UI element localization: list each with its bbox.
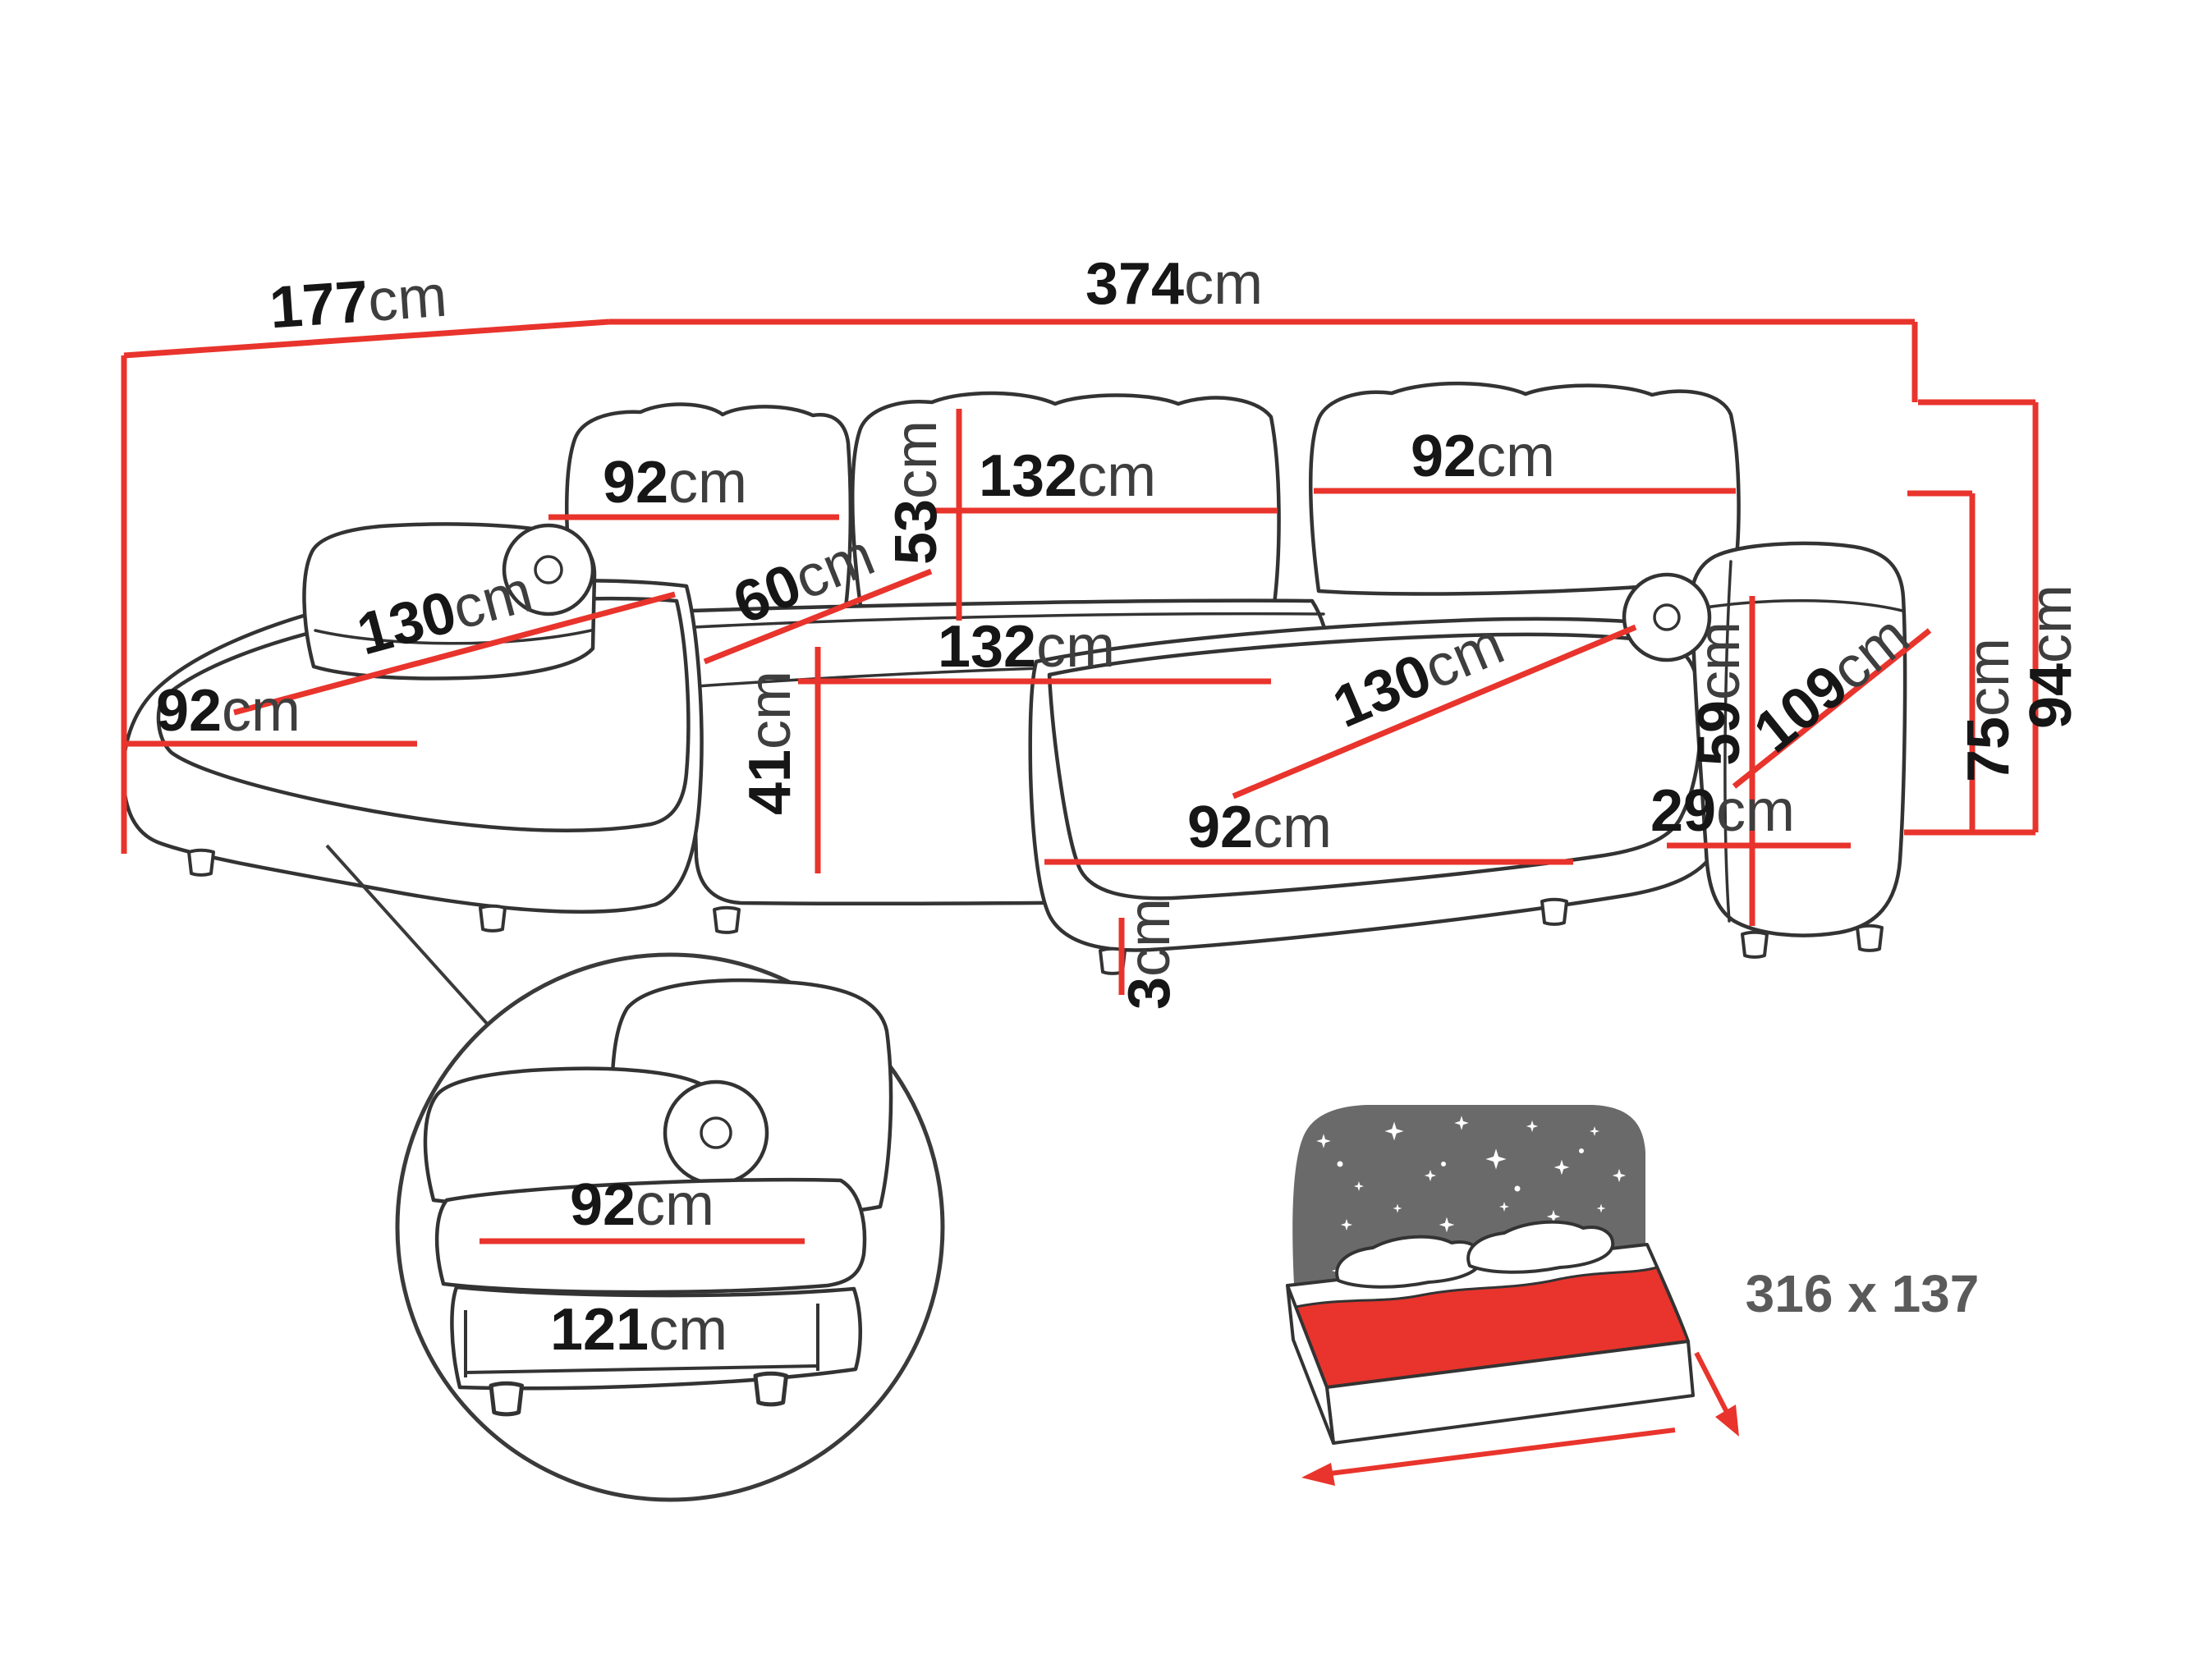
dim-center-seat-width: 132cm <box>938 614 1115 680</box>
dim-line-left-depth <box>123 319 610 359</box>
dim-detail-base-width: 121cm <box>550 1297 727 1363</box>
bed-mattress-side <box>1286 1284 1335 1445</box>
dim-detail-seat-width: 92cm <box>570 1172 714 1238</box>
dim-total-width: 374cm <box>1085 251 1263 317</box>
dim-right-chaise-width: 92cm <box>1187 795 1332 860</box>
sleeping-area-label: 316 x 137 <box>1746 1264 1980 1323</box>
dim-line-seat-depth <box>703 568 933 665</box>
right-chaise <box>1028 616 1737 952</box>
bed-arrow-bottom-line <box>1329 1428 1676 1476</box>
dim-armrest-height: 59cm <box>1687 621 1752 766</box>
bed-arrow-right-line <box>1694 1351 1732 1418</box>
left-bolster-center <box>534 555 563 584</box>
right-armrest <box>1622 541 1907 937</box>
right-chaise-cushion <box>1047 632 1703 901</box>
dim-line-right-chaise-length <box>1232 624 1637 800</box>
center-seat-front-seam <box>695 667 1043 688</box>
dim-armrest-width: 29cm <box>1650 778 1795 844</box>
bracket-horizontal <box>465 1364 819 1374</box>
sofa-bed-icon: 316 x 137 <box>1286 1105 1980 1486</box>
detail-base-bracket <box>464 1304 819 1377</box>
mini-base <box>450 1285 863 1391</box>
dim-back-center-width: 132cm <box>979 443 1156 509</box>
left-armrest <box>302 522 597 681</box>
dim-line-armrest-depth <box>1732 628 1932 789</box>
right-bolster-pillow <box>1622 572 1712 662</box>
dim-back-cushion-height: 53cm <box>883 420 949 565</box>
dimension-lines <box>121 319 2039 995</box>
dim-total-height: 94cm <box>2018 584 2084 729</box>
left-armrest-seam <box>314 629 593 645</box>
dim-backrest-height: 75cm <box>1956 638 2022 782</box>
mini-bolster-center <box>700 1116 732 1149</box>
dim-line-left-chaise-length <box>233 591 676 716</box>
left-bolster-pillow <box>502 523 595 616</box>
detail-mini-sofa <box>423 978 893 1414</box>
mini-bolster-pillow <box>663 1079 769 1186</box>
right-armrest-body <box>1688 541 1907 937</box>
bed-arrow-bottom-head <box>1301 1463 1335 1486</box>
right-armrest-top-seam <box>1693 598 1904 612</box>
dim-back-left-width: 92cm <box>603 450 747 516</box>
dim-back-right-width: 92cm <box>1411 424 1555 489</box>
dim-leg-height: 3cm <box>1117 898 1182 1010</box>
detail-magnifier: 92cm 121cm <box>325 844 945 1502</box>
bed-width-arr <box>1301 1351 1739 1486</box>
bed-arrow-right-head <box>1715 1405 1739 1437</box>
center-seat-back-seam <box>692 612 1325 629</box>
right-bolster-center <box>1653 603 1681 631</box>
starfield <box>1316 1116 1627 1276</box>
dim-left-chaise-width: 92cm <box>156 678 301 744</box>
right-armrest-seam <box>1723 560 1732 923</box>
bed-pillow-right <box>1466 1220 1615 1274</box>
dim-seat-height: 41cm <box>737 671 803 815</box>
magnifier-connector-line <box>325 844 489 1026</box>
mini-seat-cushion <box>434 1177 867 1295</box>
dim-left-depth: 177cm <box>268 264 449 341</box>
